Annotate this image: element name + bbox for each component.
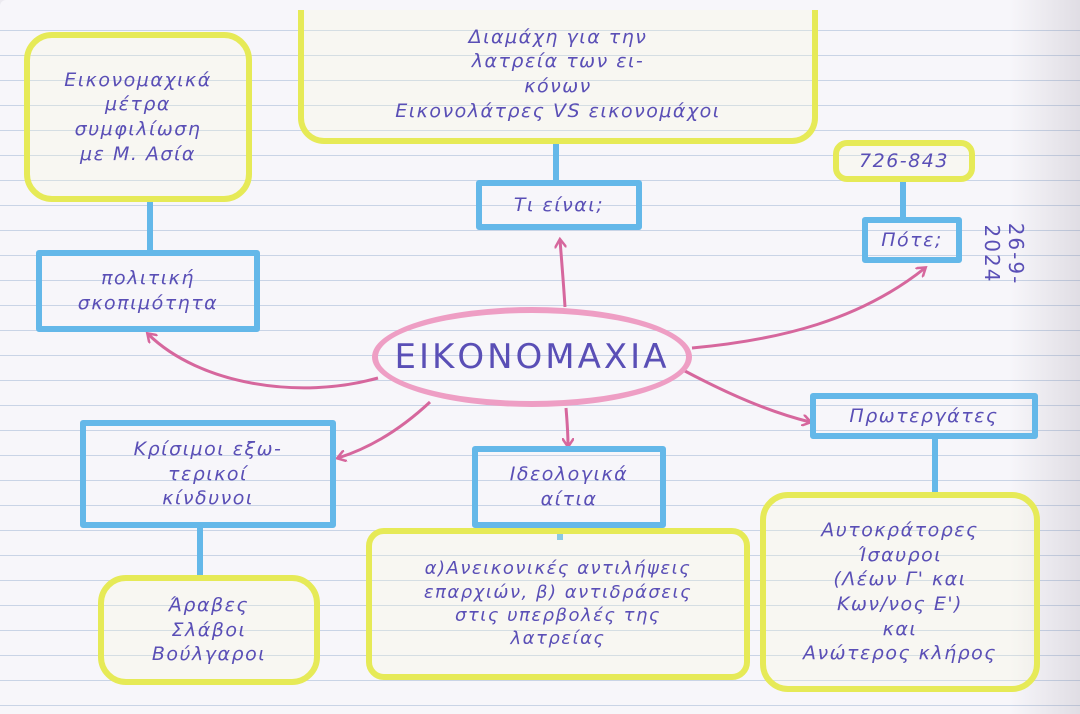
policy-answer-text: Εικονομαχικά μέτρα συμφιλίωση με Μ. Ασία [64,68,212,165]
arrow-policy [148,334,379,390]
central-topic-text: ΕΙΚΟΝΟΜΑΧΙΑ [394,337,670,377]
dangers-answer-text: Άραβες Σλάβοι Βούλγαροι [151,593,267,666]
when-question-box: Πότε; [862,217,962,263]
arrow-ideology [566,407,568,446]
ideology-answer-text: α)Ανεικονικές αντιλήψεις επαρχιών, β) αν… [423,558,693,650]
leaders-question-box: Πρωτεργάτες [810,393,1038,439]
ideology-question-text: Ιδεολογικά αίτια [509,463,629,510]
arrow-when [691,268,925,350]
leaders-question-text: Πρωτεργάτες [849,404,999,427]
ideology-answer-box: α)Ανεικονικές αντιλήψεις επαρχιών, β) αν… [366,528,750,680]
date-note: 26-9-2024 [980,222,1028,286]
page-shadow [1010,0,1080,714]
what-question-box: Τι είναι; [476,180,642,230]
arrow-dangers [338,400,432,458]
what-answer-text: Διαμάχη για την λατρεία των ει- κόνων Ει… [395,25,721,122]
policy-answer-box: Εικονομαχικά μέτρα συμφιλίωση με Μ. Ασία [24,32,252,202]
arrow-leaders [682,368,810,422]
policy-question-text: πολιτική σκοπιμότητα [77,267,219,314]
dangers-question-text: Κρίσιμοι εξω- τερικοί κίνδυνοι [133,437,283,510]
what-answer-box: Διαμάχη για την λατρεία των ει- κόνων Ει… [298,10,818,144]
what-question-text: Τι είναι; [513,193,605,216]
arrow-what [560,240,565,308]
leaders-answer-text: Αυτοκράτορες Ίσαυροι (Λέων Γ' και Κων/νο… [803,518,997,665]
when-answer-text: 726-843 [859,149,949,172]
ideology-question-box: Ιδεολογικά αίτια [472,446,666,528]
when-answer-box: 726-843 [833,140,975,182]
dangers-question-box: Κρίσιμοι εξω- τερικοί κίνδυνοι [80,420,336,528]
central-topic: ΕΙΚΟΝΟΜΑΧΙΑ [372,307,692,407]
when-question-text: Πότε; [881,228,943,251]
policy-question-box: πολιτική σκοπιμότητα [36,250,260,332]
leaders-answer-box: Αυτοκράτορες Ίσαυροι (Λέων Γ' και Κων/νο… [760,492,1040,692]
dangers-answer-box: Άραβες Σλάβοι Βούλγαροι [98,575,320,685]
